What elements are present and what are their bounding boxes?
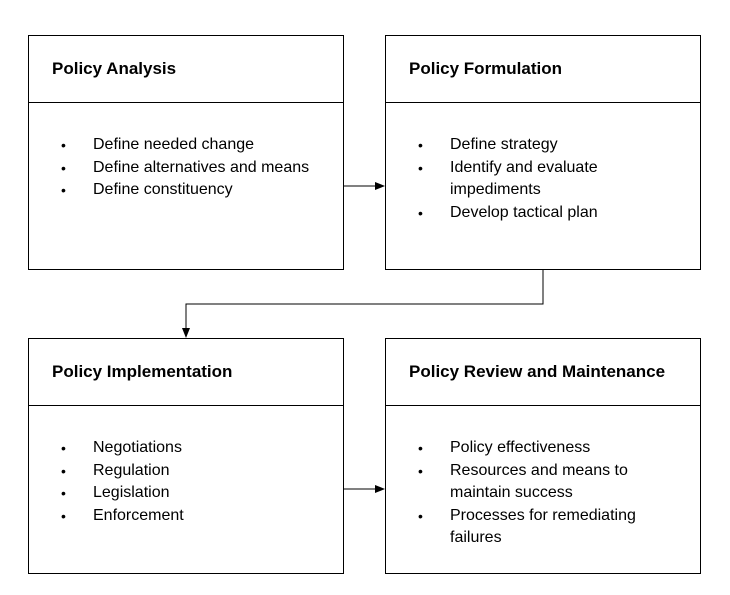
box-policy-implementation: Policy Implementation • Negotiations • Reg… bbox=[28, 338, 344, 574]
list-item: • Enforcement bbox=[61, 505, 323, 528]
list-item: • Identify and evaluate impediments bbox=[418, 157, 680, 202]
bullet-list: • Define needed change • Define alternativ… bbox=[61, 134, 323, 202]
box-policy-analysis: Policy Analysis • Define needed change • D… bbox=[28, 35, 344, 270]
bullet-icon: • bbox=[61, 462, 66, 479]
box-policy-review-maintenance: Policy Review and Maintenance • Policy ef… bbox=[385, 338, 701, 574]
list-item-text: Develop tactical plan bbox=[450, 203, 598, 221]
list-item-text: Enforcement bbox=[93, 506, 184, 524]
bullet-icon: • bbox=[418, 137, 423, 153]
list-item: • Resources and means to maintain success bbox=[418, 460, 680, 505]
list-item: • Processes for remediating failures bbox=[418, 505, 680, 550]
bullet-icon: • bbox=[61, 182, 66, 198]
list-item: • Define strategy bbox=[418, 134, 680, 157]
bullet-icon: • bbox=[61, 159, 66, 176]
arrow-formulation-to-implementation bbox=[182, 270, 544, 338]
box-header: Policy Analysis bbox=[29, 36, 343, 103]
bullet-icon: • bbox=[418, 440, 423, 456]
list-item-text: Negotiations bbox=[93, 439, 182, 456]
list-item: • Define needed change bbox=[61, 134, 323, 157]
box-title: Policy Analysis bbox=[52, 59, 177, 78]
list-item-text: Define alternatives and means bbox=[93, 158, 310, 176]
box-title: Policy Formulation bbox=[409, 59, 563, 78]
box-body: • Define strategy • Identify and evaluate … bbox=[386, 103, 700, 269]
bullet-icon: • bbox=[61, 507, 66, 524]
list-item-text: Policy effectiveness bbox=[450, 439, 591, 456]
bullet-icon: • bbox=[61, 440, 66, 456]
list-item: • Legislation bbox=[61, 482, 323, 505]
box-title: Policy Review and Maintenance bbox=[409, 362, 666, 381]
box-policy-formulation: Policy Formulation • Define strategy • Ide… bbox=[385, 35, 701, 270]
list-item: • Define constituency bbox=[61, 179, 323, 202]
bullet-list: • Negotiations • Regulation • Legislation •… bbox=[61, 437, 323, 527]
bullet-icon: • bbox=[418, 204, 423, 221]
list-item-text: Define strategy bbox=[450, 136, 558, 153]
list-item-text: Define constituency bbox=[93, 181, 233, 198]
box-body: • Negotiations • Regulation • Legislation •… bbox=[29, 406, 343, 573]
list-item-text: Define needed change bbox=[93, 136, 255, 153]
box-title: Policy Implementation bbox=[52, 362, 233, 381]
list-item: • Develop tactical plan bbox=[418, 202, 680, 225]
list-item: • Negotiations bbox=[61, 437, 323, 460]
list-item-text: Legislation bbox=[93, 484, 170, 501]
box-body: • Policy effectiveness • Resources and mea… bbox=[386, 406, 700, 573]
bullet-icon: • bbox=[61, 485, 66, 501]
bullet-list: • Policy effectiveness • Resources and mea… bbox=[418, 437, 680, 550]
box-header: Policy Review and Maintenance bbox=[386, 339, 700, 406]
bullet-icon: • bbox=[61, 137, 66, 153]
list-item-text: Processes for remediating failures bbox=[450, 506, 636, 547]
box-header: Policy Formulation bbox=[386, 36, 700, 103]
list-item: • Define alternatives and means bbox=[61, 157, 323, 180]
list-item-text: Resources and means to maintain success bbox=[450, 461, 628, 502]
bullet-icon: • bbox=[418, 507, 423, 524]
box-body: • Define needed change • Define alternativ… bbox=[29, 103, 343, 269]
list-item: • Regulation bbox=[61, 460, 323, 483]
bullet-icon: • bbox=[418, 462, 423, 479]
list-item: • Policy effectiveness bbox=[418, 437, 680, 460]
box-header: Policy Implementation bbox=[29, 339, 343, 406]
list-item-text: Regulation bbox=[93, 461, 170, 479]
bullet-icon: • bbox=[418, 159, 423, 176]
bullet-list: • Define strategy • Identify and evaluate … bbox=[418, 134, 680, 224]
list-item-text: Identify and evaluate impediments bbox=[450, 158, 598, 199]
